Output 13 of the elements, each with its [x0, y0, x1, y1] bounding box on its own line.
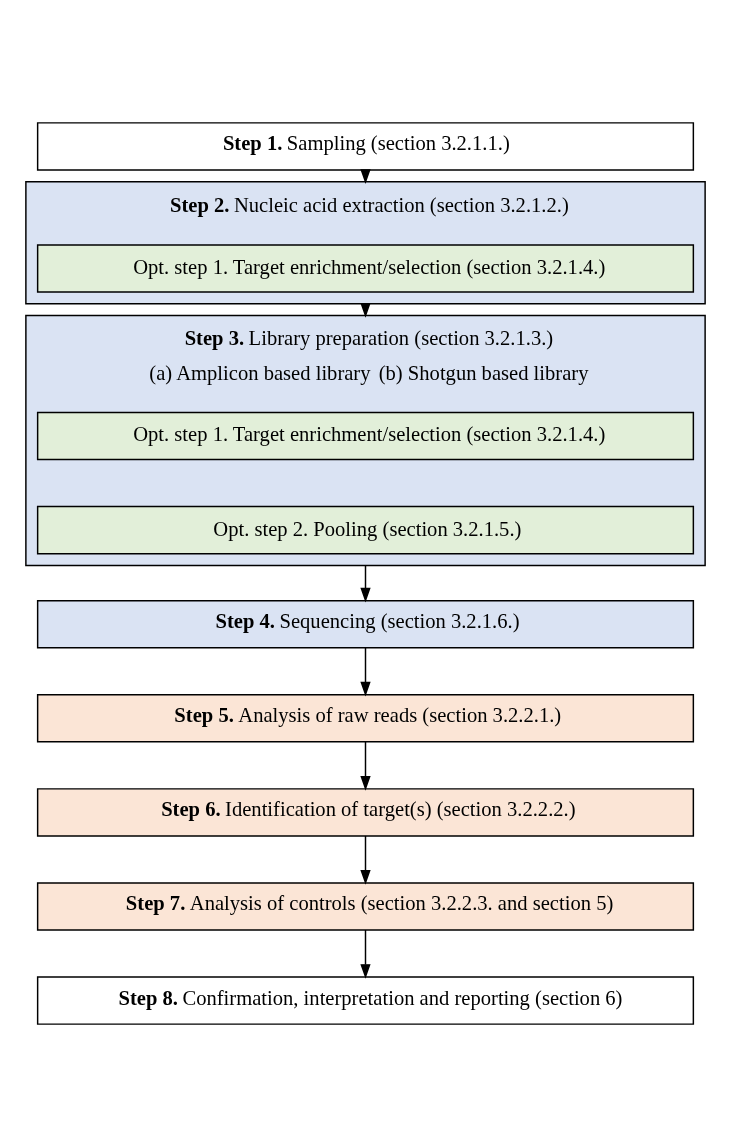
arrow: [360, 564, 371, 603]
node-box: Opt. step 1. Target enrichment/selection (section 3.2.1.4.): [36, 244, 695, 293]
node-box: Step 7. Analysis of controls (section 3.2.2.3. and section 5): [36, 882, 695, 931]
arrow: [360, 741, 371, 791]
node-box: Step 8. Confirmation, interpretation and reporting (section 6): [36, 976, 695, 1025]
node-box: Opt. step 1. Target enrichment/selection (section 3.2.1.4.): [36, 411, 695, 461]
node-box: Step 6. Identification of target(s) (section 3.2.2.2.): [36, 788, 695, 837]
arrow: [360, 647, 371, 697]
node-box: Opt. step 2. Pooling (section 3.2.1.5.): [36, 505, 695, 555]
arrow: [360, 835, 371, 885]
node-box: Step 5. Analysis of raw reads (section 3.2.2.1.): [36, 694, 695, 743]
node-box: Step 4. Sequencing (section 3.2.1.6.): [36, 599, 695, 649]
arrow: [360, 929, 371, 979]
